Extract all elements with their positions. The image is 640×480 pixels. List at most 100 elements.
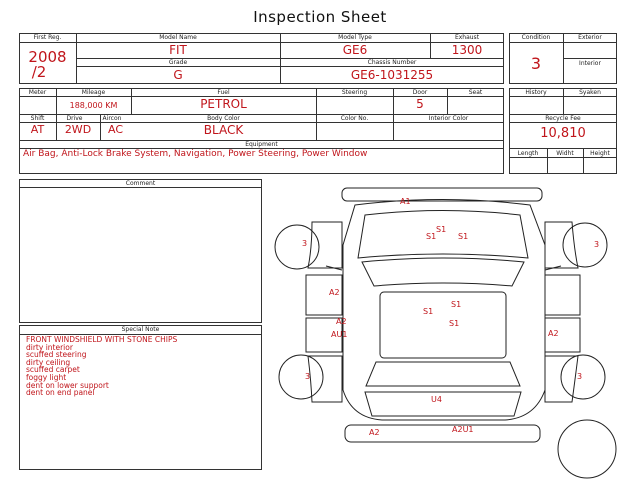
- mark-a2u1-rear: A2U1: [452, 425, 474, 434]
- grade-label: Grade: [168, 59, 188, 66]
- special-note-box: [19, 325, 262, 470]
- aircon-label: Aircon: [102, 115, 122, 122]
- comment-label: Comment: [125, 180, 156, 187]
- mark-wheel-front-left: 3: [302, 239, 308, 248]
- trunk-outline: [364, 391, 522, 417]
- wheel-rear-right-outline: [560, 354, 606, 400]
- mark-a2-left-door: A2: [329, 288, 340, 297]
- recycle-fee-label: Recycle Fee: [545, 115, 581, 122]
- steering-label: Steering: [341, 89, 368, 96]
- first-reg-label: First Reg.: [33, 34, 62, 41]
- mark-s1-roof-mid: S1: [423, 307, 434, 316]
- mark-s1-roof-low: S1: [449, 319, 460, 328]
- spec-table: [19, 88, 504, 174]
- mark-a1-front: A1: [400, 197, 411, 206]
- wheel-front-left-outline: [274, 224, 320, 270]
- note-line: dent on end panel: [26, 388, 95, 398]
- right-front-fender-outline: [544, 221, 579, 269]
- right-front-door-outline: [544, 274, 581, 316]
- rear-bumper-outline: [344, 424, 541, 443]
- left-mirror-outline: [325, 265, 343, 271]
- seat-label: Seat: [468, 89, 483, 96]
- mileage-label: Mileage: [81, 89, 106, 96]
- mark-a2-rear-bumper: A2: [369, 428, 380, 437]
- note-line: dirty interior: [26, 342, 73, 352]
- wheel-rear-left-outline: [278, 354, 324, 400]
- note-line: scuffed carpet: [26, 365, 80, 375]
- left-front-door-outline: [305, 274, 343, 316]
- mark-wheel-front-right: 3: [594, 240, 600, 249]
- width-label: Widht: [556, 150, 574, 157]
- recycle-fee-value: 10,810: [540, 126, 586, 141]
- mark-s1-hood-right: S1: [458, 232, 469, 241]
- left-rear-door-outline: [305, 317, 343, 353]
- left-front-fender-outline: [307, 221, 343, 269]
- mileage-value: 188,000 KM: [69, 101, 118, 110]
- mark-s1-roof-right: S1: [451, 300, 462, 309]
- model-name-label: Model Name: [159, 34, 197, 41]
- chassis-number-label: Chassis Number: [367, 59, 417, 66]
- chassis-number-value: GE6-1031255: [350, 68, 434, 82]
- drive-value: 2WD: [64, 123, 92, 136]
- grade-value: G: [173, 68, 183, 82]
- windshield-outline: [361, 257, 525, 287]
- left-rear-fender-outline: [307, 355, 343, 403]
- syaken-label: Syaken: [579, 89, 601, 96]
- spare-tire-outline: [557, 419, 617, 479]
- interior-label: Interior: [579, 60, 601, 67]
- body-color-value: BLACK: [203, 123, 244, 137]
- rear-window-outline: [365, 361, 521, 387]
- equipment-label: Equipment: [245, 141, 278, 148]
- front-bumper-outline: [341, 187, 543, 202]
- exterior-label: Exterior: [578, 34, 602, 41]
- model-name-value: FIT: [169, 43, 187, 57]
- fuel-value: PETROL: [200, 97, 247, 111]
- note-line: scuffed steering: [26, 350, 87, 360]
- model-type-value: GE6: [342, 43, 368, 57]
- door-value: 5: [416, 97, 424, 111]
- model-type-label: Model Type: [338, 34, 372, 41]
- mark-s1-hood-top: S1: [436, 225, 447, 234]
- shift-value: AT: [30, 123, 45, 136]
- note-line: foggy light: [26, 372, 67, 382]
- height-label: Height: [590, 150, 610, 157]
- body-color-label: Body Color: [207, 115, 240, 122]
- first-reg-month: /2: [31, 63, 47, 81]
- exhaust-value: 1300: [451, 43, 483, 57]
- note-line: dent on lower support: [26, 380, 109, 390]
- first-reg-year: 2008: [28, 48, 67, 66]
- condition-label: Condition: [521, 34, 551, 41]
- equipment-value: Air Bag, Anti-Lock Brake System, Navigat…: [23, 149, 368, 159]
- roof-outline: [379, 291, 507, 359]
- color-no-label: Color No.: [340, 115, 369, 122]
- sheet-title: Inspection Sheet: [253, 8, 387, 26]
- mark-s1-hood-left: S1: [426, 232, 437, 241]
- right-rear-door-outline: [544, 317, 581, 353]
- mark-wheel-rear-right: 3: [577, 372, 583, 381]
- right-rear-fender-outline: [544, 355, 579, 403]
- special-note-list: FRONT WINDSHIELD WITH STONE CHIPS dirty …: [26, 336, 266, 397]
- drive-label: Drive: [66, 115, 83, 122]
- mark-u4-trunk: U4: [431, 395, 442, 404]
- history-label: History: [525, 89, 547, 96]
- special-note-label: Special Note: [121, 326, 160, 333]
- meter-label: Meter: [28, 89, 47, 96]
- mark-wheel-rear-left: 3: [305, 372, 311, 381]
- note-line: FRONT WINDSHIELD WITH STONE CHIPS: [26, 335, 178, 344]
- aircon-value: AC: [107, 123, 123, 136]
- door-label: Door: [412, 89, 428, 96]
- note-line: dirty ceiling: [26, 357, 71, 367]
- exhaust-label: Exhaust: [454, 34, 480, 41]
- mark-a2-right: A2: [548, 329, 559, 338]
- wheel-front-right-outline: [562, 222, 608, 268]
- interior-color-label: Interior Color: [428, 115, 469, 122]
- mark-au1-left: AU1: [331, 330, 348, 339]
- fuel-label: Fuel: [217, 89, 230, 96]
- shift-label: Shift: [30, 115, 45, 122]
- body-outline: [342, 199, 546, 421]
- hood-outline: [357, 210, 529, 259]
- right-mirror-outline: [544, 265, 562, 271]
- length-label: Length: [517, 150, 539, 157]
- condition-value: 3: [530, 54, 542, 73]
